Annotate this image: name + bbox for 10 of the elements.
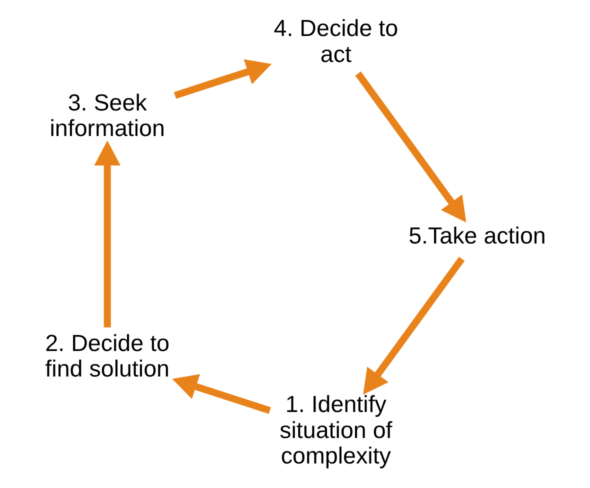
arrow — [362, 256, 464, 395]
node-text: 2. Decide to find solution — [44, 330, 170, 382]
arrow — [173, 59, 272, 99]
arrow — [354, 71, 466, 222]
node-text: 1. Identify situation of complexity — [279, 391, 392, 469]
node-text: 4. Decide to act — [273, 15, 398, 67]
arrow — [172, 374, 270, 414]
node-text: 5.Take action — [408, 222, 546, 248]
node-text: 3. Seek information — [49, 89, 164, 142]
arrow — [94, 140, 120, 328]
